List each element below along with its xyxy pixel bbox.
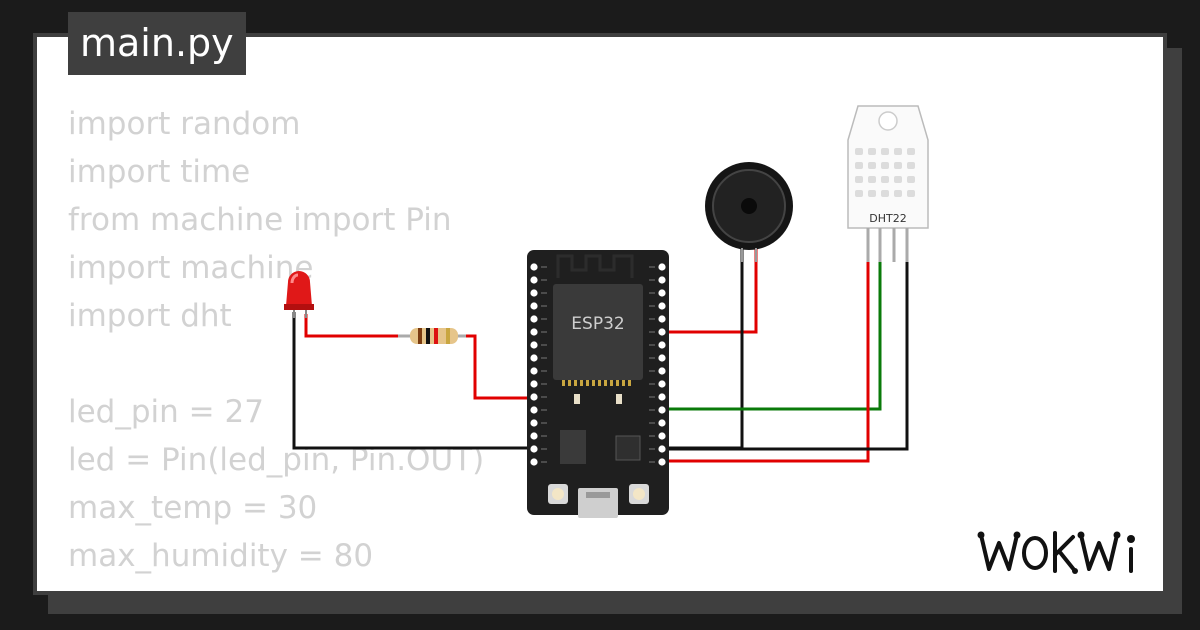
code-line: import dht [68, 298, 232, 334]
esp32-board[interactable]: ESP32 [527, 250, 669, 518]
code-preview: import random import time from machine i… [68, 100, 484, 580]
wire-dht-data [660, 260, 882, 411]
wires [292, 248, 909, 463]
wire-led-resistor [304, 314, 405, 338]
resistor-component[interactable] [398, 328, 466, 344]
wire-dht-gnd [660, 260, 909, 451]
code-line: max_temp = 30 [68, 490, 318, 526]
dht22-label: DHT22 [869, 212, 906, 225]
wokwi-logo[interactable] [975, 525, 1155, 580]
wire-buzzer-gnd [660, 248, 744, 450]
wire-led-gnd [292, 312, 530, 450]
code-line: from machine import Pin [68, 202, 452, 238]
code-line: max_humidity = 80 [68, 538, 374, 574]
wire-dht-vcc [660, 260, 870, 463]
code-line: import random [68, 106, 301, 142]
buzzer-component[interactable] [705, 162, 793, 262]
led-component[interactable] [284, 271, 314, 318]
wire-buzzer-signal [660, 248, 758, 334]
code-line: import time [68, 154, 251, 190]
code-line: led_pin = 27 [68, 394, 264, 430]
file-tab-main-py[interactable]: main.py [68, 12, 246, 75]
wire-resistor-d27 [460, 334, 532, 400]
esp32-label: ESP32 [571, 314, 624, 334]
dht22-sensor[interactable]: DHT22 [847, 105, 929, 262]
